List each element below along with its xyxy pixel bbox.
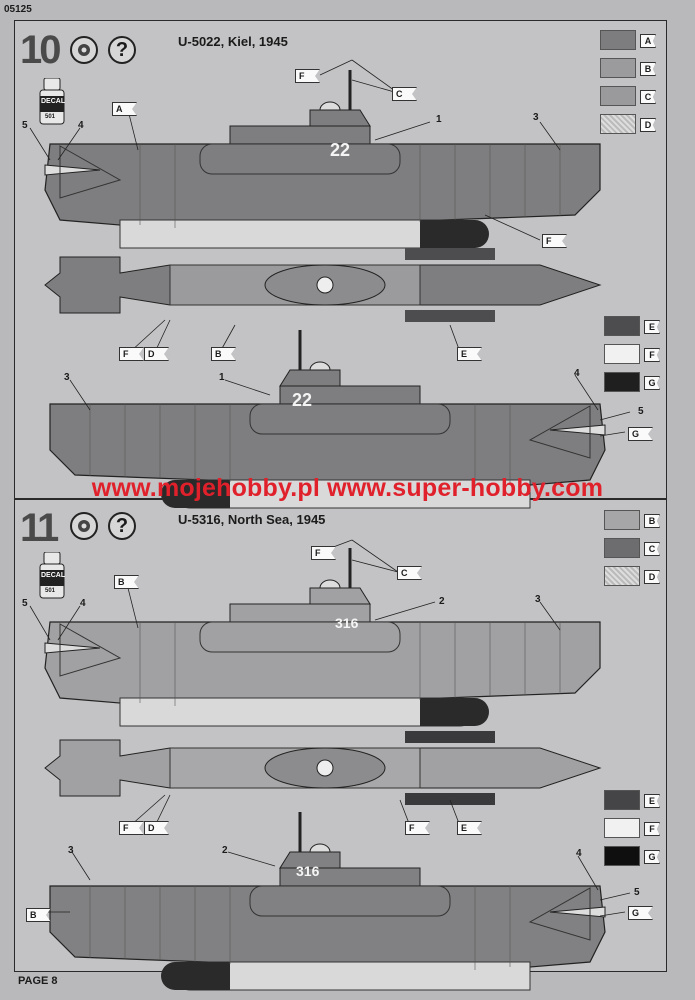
decal-icon: DECAL 501 <box>38 77 66 125</box>
callout-tag: C <box>397 566 422 580</box>
swatch-color <box>604 846 640 866</box>
swatch-color <box>604 344 640 364</box>
swatch-label: B <box>644 514 660 528</box>
callout-number: 3 <box>535 594 541 605</box>
callout-number: 1 <box>219 372 225 383</box>
decal-label: DECAL <box>41 98 66 105</box>
swatch-label: D <box>644 570 660 584</box>
decal-number: 501 <box>45 588 56 594</box>
callout-number: 5 <box>634 887 640 898</box>
paint-airbrush-icon <box>70 36 98 64</box>
callout-tag: E <box>457 347 482 361</box>
step-number: 10 <box>20 28 61 72</box>
callout-number: 2 <box>222 845 228 856</box>
swatch-label: G <box>644 850 660 864</box>
callout-number: 5 <box>22 120 28 131</box>
swatch-color <box>604 510 640 530</box>
decal-icon: DECAL 501 <box>38 551 66 599</box>
swatch-color <box>600 114 636 134</box>
swatch-color <box>600 86 636 106</box>
callout-tag: B <box>26 908 51 922</box>
decal-number: 501 <box>45 114 56 120</box>
callout-tag: B <box>114 575 139 589</box>
watermark: www.mojehobby.pl www.super-hobby.com <box>91 474 604 502</box>
callout-tag: F <box>311 546 336 560</box>
callout-tag: D <box>144 821 169 835</box>
callout-number: 5 <box>22 598 28 609</box>
swatch-color <box>600 30 636 50</box>
step-number: 11 <box>20 506 59 550</box>
submarine-side-view <box>48 810 607 992</box>
swatch-color <box>604 316 640 336</box>
callout-number: 3 <box>68 845 74 856</box>
hull-number-decal: 22 <box>330 140 350 160</box>
page-label: PAGE 8 <box>18 975 58 987</box>
step-title: U-5022, Kiel, 1945 <box>178 34 288 49</box>
submarine-top-view <box>44 248 602 322</box>
question-icon: ? <box>108 512 136 540</box>
swatch-color <box>604 538 640 558</box>
swatch-label: C <box>644 542 660 556</box>
submarine-top-view <box>44 731 602 805</box>
callout-number: 3 <box>533 112 539 123</box>
callout-tag: D <box>144 347 169 361</box>
question-icon: ? <box>108 36 136 64</box>
hull-number-decal: 22 <box>292 390 312 410</box>
swatch-color <box>604 566 640 586</box>
callout-number: 5 <box>638 406 644 417</box>
swatch-label: D <box>640 118 656 132</box>
swatch-color <box>604 372 640 392</box>
callout-number: 4 <box>574 368 580 379</box>
callout-number: 1 <box>436 114 442 125</box>
callout-number: 3 <box>64 372 70 383</box>
callout-number: 4 <box>80 598 86 609</box>
submarine-side-view <box>43 68 602 250</box>
step-title: U-5316, North Sea, 1945 <box>178 512 326 527</box>
swatch-label: E <box>644 320 660 334</box>
paint-airbrush-icon <box>70 512 98 540</box>
swatch-color <box>604 790 640 810</box>
decal-label: DECAL <box>41 572 66 579</box>
callout-tag: G <box>628 906 653 920</box>
hull-number-decal: 316 <box>296 863 320 879</box>
document-number: 05125 <box>4 4 32 15</box>
hull-number-decal: 316 <box>335 615 359 631</box>
callout-number: 4 <box>576 848 582 859</box>
submarine-side-view <box>43 546 602 728</box>
callout-number: 2 <box>439 596 445 607</box>
swatch-color <box>604 818 640 838</box>
callout-number: 4 <box>78 120 84 131</box>
swatch-color <box>600 58 636 78</box>
